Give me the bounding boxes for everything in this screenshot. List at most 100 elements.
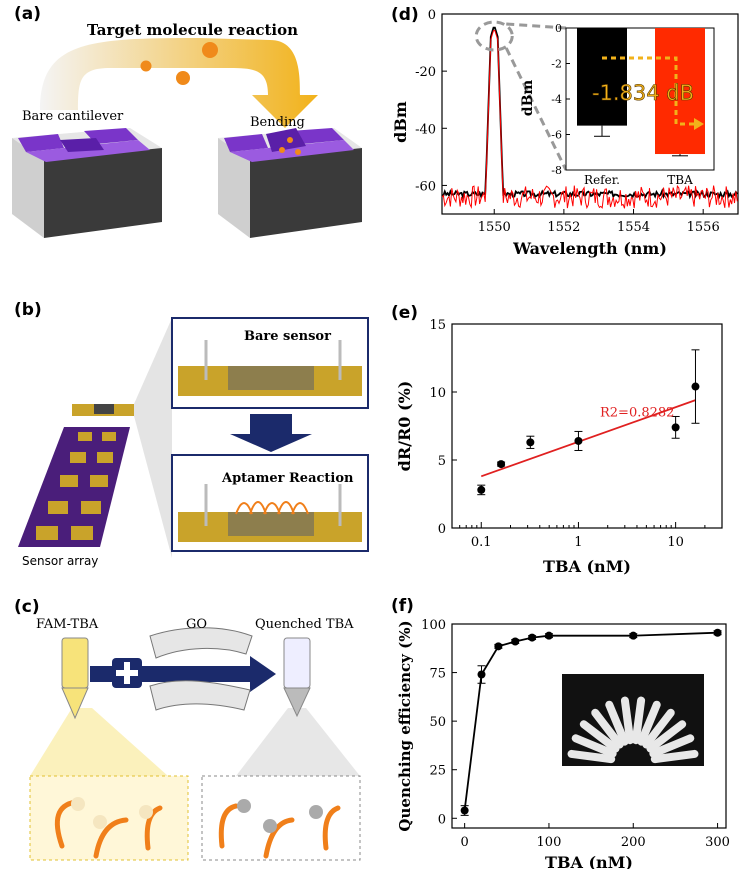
inset-y-tick-label: -4 bbox=[551, 93, 562, 106]
quenched-tba-label: Quenched TBA bbox=[255, 617, 354, 632]
quenched-tba-tube bbox=[283, 637, 311, 689]
y-tick-label: 0 bbox=[428, 8, 436, 23]
zoom-line bbox=[504, 47, 568, 171]
plot-frame bbox=[441, 13, 739, 215]
plot-frame bbox=[451, 323, 723, 529]
y-tick-label: -60 bbox=[415, 179, 436, 194]
panel-label-b: (b) bbox=[14, 300, 42, 320]
series-line bbox=[441, 30, 738, 210]
data-point bbox=[691, 382, 700, 391]
bare-cantilever-block bbox=[12, 128, 162, 238]
go-sheets bbox=[149, 627, 253, 711]
x-tick-label: 0 bbox=[461, 835, 469, 850]
tube-in-photo bbox=[567, 749, 616, 764]
tube-in-photo bbox=[642, 708, 675, 749]
data-point bbox=[477, 485, 486, 494]
y-tick-label: -20 bbox=[415, 65, 436, 80]
series-line bbox=[463, 631, 718, 811]
panel-label-c: (c) bbox=[14, 597, 40, 617]
x-tick-label: 100 bbox=[537, 835, 562, 850]
molecule-sphere bbox=[176, 71, 190, 85]
reaction-arrow bbox=[40, 38, 318, 128]
tube-in-photo bbox=[571, 734, 617, 758]
x-tick-label: 1552 bbox=[547, 220, 580, 235]
inset-bar bbox=[577, 28, 627, 126]
y-tick-label: 5 bbox=[438, 454, 446, 469]
x-tick-label: 200 bbox=[621, 835, 646, 850]
x-tick-label: 10 bbox=[667, 535, 684, 550]
data-point bbox=[460, 806, 469, 815]
tube-in-photo bbox=[649, 734, 695, 758]
data-point bbox=[511, 637, 520, 646]
inset-bar bbox=[655, 28, 705, 155]
y-tick-label: 100 bbox=[421, 618, 446, 633]
bare-sensor-title: Bare sensor bbox=[244, 329, 331, 344]
molecule-sphere bbox=[140, 60, 152, 72]
inset-x-tick-label: Refer. bbox=[584, 173, 620, 187]
data-point bbox=[528, 633, 537, 642]
down-arrow bbox=[230, 414, 312, 452]
aptamer-loops bbox=[235, 501, 309, 515]
y-tick-label: 75 bbox=[429, 667, 446, 682]
y-tick-label: 15 bbox=[429, 318, 446, 333]
data-point bbox=[526, 438, 535, 447]
sensor-array-pads bbox=[36, 432, 116, 540]
panel-b-illustration: Bare sensor Aptamer Reaction Sensor arra… bbox=[18, 317, 369, 568]
fam-tba-tube bbox=[61, 637, 89, 689]
tube-in-photo bbox=[579, 720, 620, 753]
inset-annotation: -1.834 dB bbox=[592, 81, 694, 105]
x-tick-label: 1554 bbox=[617, 220, 650, 235]
bending-label: Bending bbox=[250, 115, 305, 130]
tube-in-photo bbox=[646, 720, 687, 753]
x-tick-label: 300 bbox=[705, 835, 730, 850]
molecule-sphere bbox=[202, 42, 218, 58]
data-point bbox=[497, 460, 506, 469]
x-axis-label: TBA (nM) bbox=[545, 853, 633, 869]
data-point bbox=[629, 631, 638, 640]
tube-in-photo bbox=[620, 696, 635, 745]
x-axis-label: Wavelength (nm) bbox=[512, 239, 667, 258]
inset-y-tick-label: -6 bbox=[551, 129, 562, 142]
panel-label-e: (e) bbox=[391, 303, 419, 323]
inset-y-tick-label: -8 bbox=[551, 164, 562, 177]
data-point bbox=[671, 423, 680, 432]
zoom-line bbox=[506, 22, 567, 30]
zoom-projection bbox=[134, 318, 172, 558]
y-axis-label: dBm bbox=[391, 101, 410, 143]
sensor-array-label: Sensor array bbox=[22, 554, 98, 568]
bending-cantilever-block bbox=[218, 128, 362, 238]
tube-in-photo bbox=[631, 696, 646, 745]
zoom-circle bbox=[474, 20, 514, 52]
inset-y-axis-label: dBm bbox=[520, 80, 536, 117]
r2-annotation: R2=0.8282 bbox=[600, 405, 674, 420]
y-tick-label: 25 bbox=[429, 764, 446, 779]
x-axis-label: TBA (nM) bbox=[543, 557, 631, 576]
y-tick-label: 50 bbox=[429, 715, 446, 730]
panel-label-f: (f) bbox=[391, 596, 414, 616]
fit-line bbox=[480, 399, 696, 478]
inset-x-tick-label: TBA bbox=[667, 173, 693, 187]
quenched-box bbox=[201, 775, 361, 861]
x-tick-label: 1556 bbox=[687, 220, 720, 235]
aptamer-reaction-title: Aptamer Reaction bbox=[221, 471, 354, 486]
x-tick-label: 1 bbox=[574, 535, 582, 550]
inset-y-tick-label: 0 bbox=[555, 22, 562, 35]
y-axis-label: Quenching efficiency (%) bbox=[396, 620, 414, 831]
fluorescent-box bbox=[29, 775, 189, 861]
panel-label-d: (d) bbox=[391, 5, 419, 25]
difference-arrowhead bbox=[694, 118, 704, 130]
plot-frame bbox=[451, 623, 727, 829]
inset-photo bbox=[562, 674, 704, 766]
x-tick-label: 1550 bbox=[478, 220, 511, 235]
panel-label-a: (a) bbox=[14, 4, 42, 24]
tube-in-photo bbox=[637, 700, 661, 746]
panel-a-title: Target molecule reaction bbox=[87, 21, 298, 39]
data-point bbox=[544, 631, 553, 640]
data-point bbox=[494, 642, 503, 651]
data-point bbox=[477, 670, 486, 679]
difference-arrow bbox=[602, 56, 694, 126]
fam-tba-label: FAM-TBA bbox=[36, 617, 99, 632]
